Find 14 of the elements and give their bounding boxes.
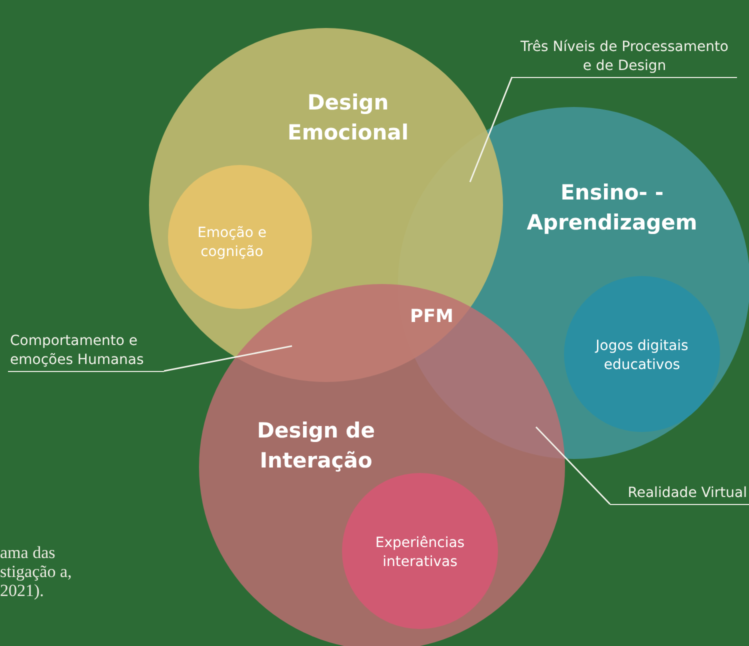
leader-line <box>164 345 292 372</box>
leader-line <box>535 426 611 505</box>
circle-label: Emoção e cognição <box>196 224 268 262</box>
circle-heading: Design de Interação <box>256 418 376 475</box>
callout-label: Realidade Virtual <box>610 484 749 505</box>
circle-label: Jogos digitais educativos <box>594 337 690 375</box>
circle-heading: Design Emocional <box>286 90 410 147</box>
callout-label: Comportamento e emoções Humanas <box>8 332 164 372</box>
caption-fragment: ama das stigação a, 2021). <box>0 543 73 600</box>
circle-label: Experiências interativas <box>374 534 466 572</box>
leader-line <box>469 76 513 182</box>
center-label: PFM <box>410 307 454 328</box>
callout-label: Três Níveis de Processamento e de Design <box>512 38 737 78</box>
circle-heading: Ensino- -Aprendizagem <box>526 180 698 237</box>
